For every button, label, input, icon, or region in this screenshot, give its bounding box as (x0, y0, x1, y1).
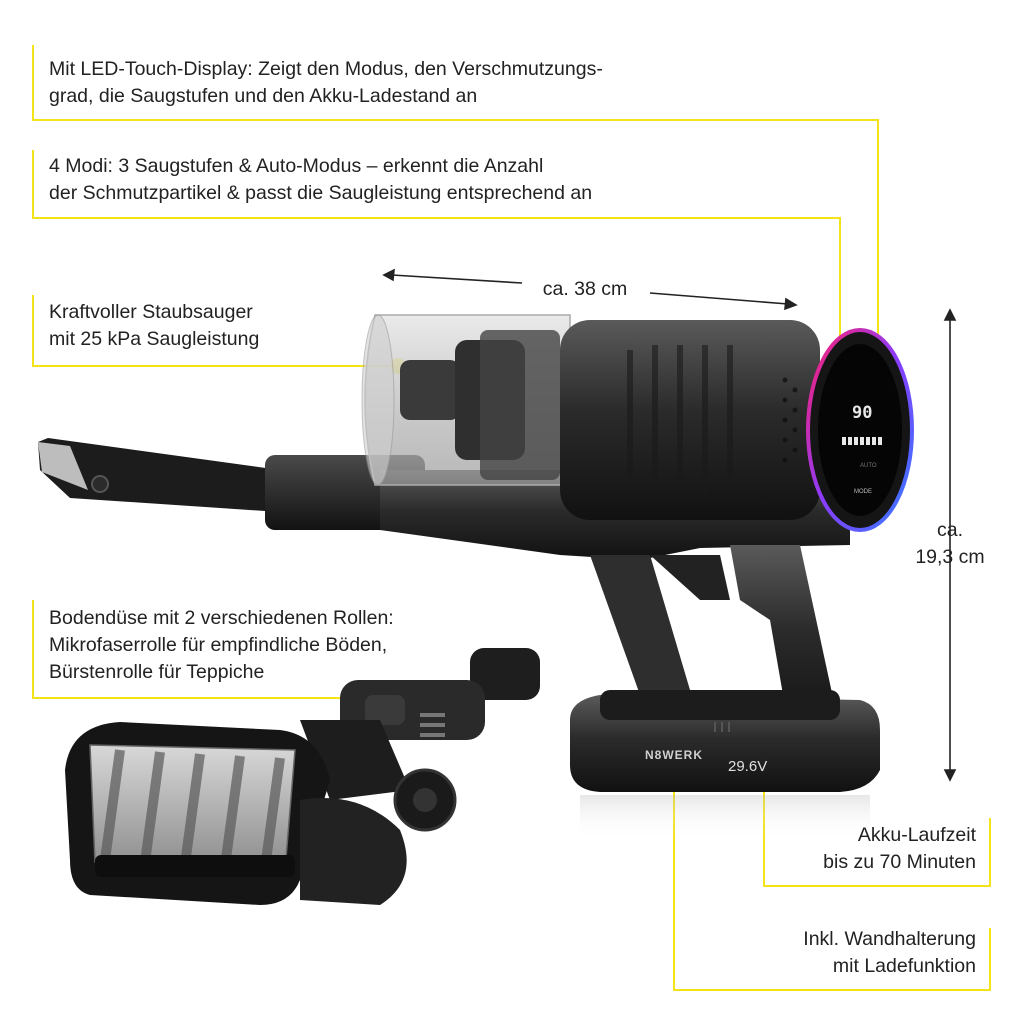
callout-display-line1: Mit LED-Touch-Display: Zeigt den Modus, … (49, 58, 603, 80)
callout-wallmount: Inkl. Wandhalterung mit Ladefunktion (803, 926, 976, 980)
callout-nozzle-line2: Mikrofaserrolle für empfindliche Böden, (49, 634, 388, 656)
callout-battery-line2: bis zu 70 Minuten (823, 851, 976, 873)
led-display[interactable]: 90 AUTO MODE (832, 395, 890, 505)
vacuum-handheld (38, 314, 914, 840)
callout-suction-line2: mit 25 kPa Saugleistung (49, 328, 260, 350)
leader-modes (32, 150, 841, 412)
callout-nozzle-line3: Bürstenrolle für Teppiche (49, 661, 265, 683)
leader-display (32, 45, 879, 372)
leader-nozzle (32, 600, 425, 699)
callout-wallmount-line1: Inkl. Wandhalterung (803, 928, 976, 950)
length-label: ca. 38 cm (542, 278, 628, 300)
display-auto: AUTO (860, 463, 877, 469)
crevice-tool (38, 438, 280, 512)
callout-suction-line1: Kraftvoller Staubsauger (49, 301, 253, 323)
callout-suction: Kraftvoller Staubsauger mit 25 kPa Saugl… (49, 299, 259, 353)
height-label-line1: ca. (936, 519, 963, 541)
voltage-label: 29.6V (728, 758, 768, 775)
handle (590, 555, 690, 695)
callout-modes: 4 Modi: 3 Saugstufen & Auto-Modus – erke… (49, 153, 592, 207)
height-label-line2: 19,3 cm (915, 546, 985, 568)
height-arrows (943, 308, 957, 782)
callout-nozzle: Bodendüse mit 2 verschiedenen Rollen: Mi… (49, 605, 394, 686)
callout-leader-lines (32, 45, 991, 991)
suction-level-bars (842, 437, 882, 445)
brand-logo: N8WERK (645, 748, 704, 762)
callout-display: Mit LED-Touch-Display: Zeigt den Modus, … (49, 56, 603, 110)
callout-display-line2: grad, die Saugstufen und den Akku-Ladest… (49, 85, 478, 107)
display-mode: MODE (854, 489, 872, 495)
motor-housing (560, 320, 820, 520)
leader-suction (32, 295, 398, 367)
floor-nozzle (65, 648, 540, 905)
display-value: 90 (852, 403, 873, 423)
callout-battery-line1: Akku-Laufzeit (857, 824, 976, 846)
callout-wallmount-line2: mit Ladefunktion (832, 955, 976, 977)
callout-modes-line1: 4 Modi: 3 Saugstufen & Auto-Modus – erke… (49, 155, 544, 177)
height-label: ca. 19,3 cm (900, 517, 1000, 571)
callout-battery: Akku-Laufzeit bis zu 70 Minuten (823, 822, 976, 876)
callout-modes-line2: der Schmutzpartikel & passt die Saugleis… (49, 182, 593, 204)
callout-nozzle-line1: Bodendüse mit 2 verschiedenen Rollen: (49, 607, 394, 629)
length-arrows (382, 268, 798, 311)
leader-wallmount (673, 760, 991, 991)
